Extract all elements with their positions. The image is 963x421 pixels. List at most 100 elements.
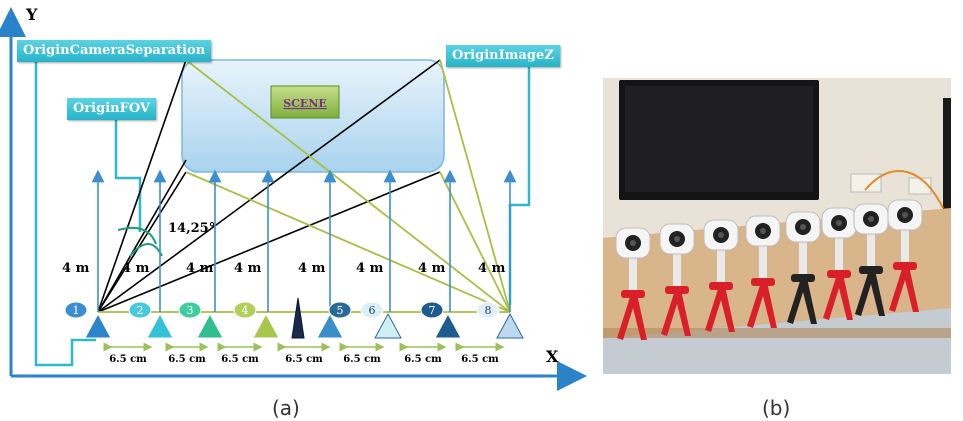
camera-marker bbox=[316, 312, 344, 339]
webcam-clamp bbox=[889, 266, 919, 312]
webcam-lens-center bbox=[868, 216, 874, 222]
distance-label: 4 m bbox=[298, 261, 326, 276]
camera-marker bbox=[374, 312, 402, 339]
green-ray bbox=[185, 59, 511, 313]
webcam-clamp bbox=[705, 286, 735, 332]
green-ray bbox=[439, 171, 511, 313]
distance-label: 4 m bbox=[478, 261, 506, 276]
webcam-stand bbox=[629, 258, 637, 292]
webcam-clamp-top bbox=[791, 274, 815, 282]
camera-marker bbox=[434, 312, 462, 339]
camera-badge bbox=[233, 301, 257, 319]
webcam-stand bbox=[799, 242, 807, 276]
view-distance-arrows bbox=[91, 169, 517, 312]
camera-number: 6 bbox=[369, 304, 376, 317]
black-ray bbox=[97, 171, 441, 313]
black-ray bbox=[97, 59, 441, 313]
spacing-label: 6.5 cm bbox=[404, 354, 442, 365]
camera-number: 5 bbox=[337, 304, 344, 317]
camera-badge bbox=[328, 301, 352, 319]
webcam-clamp bbox=[617, 294, 647, 340]
camera-badge bbox=[178, 301, 202, 319]
spacing-label: 6.5 cm bbox=[285, 354, 323, 365]
webcam-clamp bbox=[823, 274, 853, 320]
camera-marker-tall bbox=[291, 297, 305, 339]
webcam-lens-center bbox=[836, 220, 842, 226]
webcam-stand bbox=[901, 230, 909, 264]
webcam-stand bbox=[867, 234, 875, 268]
green-ray bbox=[439, 59, 511, 313]
camera-marker bbox=[252, 312, 280, 339]
webcam-clamp bbox=[855, 270, 885, 316]
camera-rig-illustration bbox=[603, 78, 951, 374]
camera-separation-connector bbox=[34, 55, 96, 367]
y-axis-label: Y bbox=[25, 5, 38, 24]
spacing-label: 6.5 cm bbox=[343, 354, 381, 365]
webcam-lens-center bbox=[630, 240, 636, 246]
camera-number: 4 bbox=[242, 304, 249, 317]
webcam-clamp-top bbox=[665, 286, 689, 294]
camera-marker bbox=[84, 312, 112, 339]
webcam-clamp-top bbox=[621, 290, 645, 298]
spacing-arrows: 6.5 cm 6.5 cm 6.5 cm 6.5 cm 6.5 cm 6.5 cm 6.5 … bbox=[103, 342, 505, 365]
black-ray bbox=[97, 159, 187, 313]
webcam-clamp-top bbox=[859, 266, 883, 274]
webcam-stand bbox=[673, 254, 681, 288]
webcam-lens-center bbox=[718, 232, 724, 238]
webcam-lens-center bbox=[800, 224, 806, 230]
scene-label: SCENE bbox=[283, 97, 327, 110]
camera-badge bbox=[476, 301, 500, 319]
caption-b: (b) bbox=[762, 396, 791, 420]
fov-angle-arc-outer bbox=[117, 226, 157, 245]
distance-label: 4 m bbox=[418, 261, 446, 276]
black-ray bbox=[97, 59, 187, 313]
black-ray bbox=[97, 171, 187, 313]
distance-label: 4 m bbox=[356, 261, 384, 276]
fov-connector bbox=[114, 120, 142, 232]
webcam-stand bbox=[759, 246, 767, 280]
webcam-clamp bbox=[747, 282, 777, 328]
distance-label: 4 m bbox=[186, 261, 214, 276]
spacing-label: 6.5 cm bbox=[109, 354, 147, 365]
camera-marker bbox=[146, 312, 174, 339]
camera-badge bbox=[360, 301, 384, 319]
camera1-rays bbox=[97, 59, 441, 313]
camera-number: 8 bbox=[485, 304, 492, 317]
webcam-clamp-top bbox=[827, 270, 851, 278]
webcam-stand bbox=[717, 250, 725, 284]
distance-label: 4 m bbox=[234, 261, 262, 276]
webcam-lens-center bbox=[674, 236, 680, 242]
spacing-label: 6.5 cm bbox=[221, 354, 259, 365]
imagez-connector bbox=[508, 66, 531, 305]
camera-marker bbox=[496, 312, 524, 339]
origin-camera-separation-label: OriginCameraSeparation bbox=[17, 40, 212, 62]
camera-badge bbox=[64, 301, 88, 319]
camera-number: 3 bbox=[187, 304, 194, 317]
webcam-clamp-top bbox=[709, 282, 733, 290]
webcam-stand bbox=[835, 238, 843, 272]
distance-label: 4 m bbox=[122, 261, 150, 276]
webcam-lens-center bbox=[902, 212, 908, 218]
webcam-lens-center bbox=[760, 228, 766, 234]
camera-number: 7 bbox=[429, 304, 436, 317]
scene-label-box bbox=[270, 85, 340, 119]
spacing-label: 6.5 cm bbox=[461, 354, 499, 365]
caption-a: (a) bbox=[272, 396, 300, 420]
fov-angle-label: 14,25° bbox=[168, 221, 215, 236]
green-ray bbox=[185, 171, 511, 313]
distance-label: 4 m bbox=[62, 261, 90, 276]
webcam-clamp bbox=[787, 278, 817, 324]
camera-number: 2 bbox=[137, 304, 144, 317]
camera-marker bbox=[196, 312, 224, 339]
camera-rig-photo bbox=[603, 78, 951, 374]
spacing-label: 6.5 cm bbox=[168, 354, 206, 365]
origin-fov-label: OriginFOV bbox=[67, 98, 157, 120]
distance-labels: 4 m 4 m 4 m 4 m 4 m 4 m 4 m 4 m bbox=[62, 261, 506, 276]
webcam-clamp-top bbox=[893, 262, 917, 270]
webcam-clamp bbox=[661, 290, 691, 336]
x-axis-label: X bbox=[546, 347, 559, 366]
camera-badge bbox=[128, 301, 152, 319]
